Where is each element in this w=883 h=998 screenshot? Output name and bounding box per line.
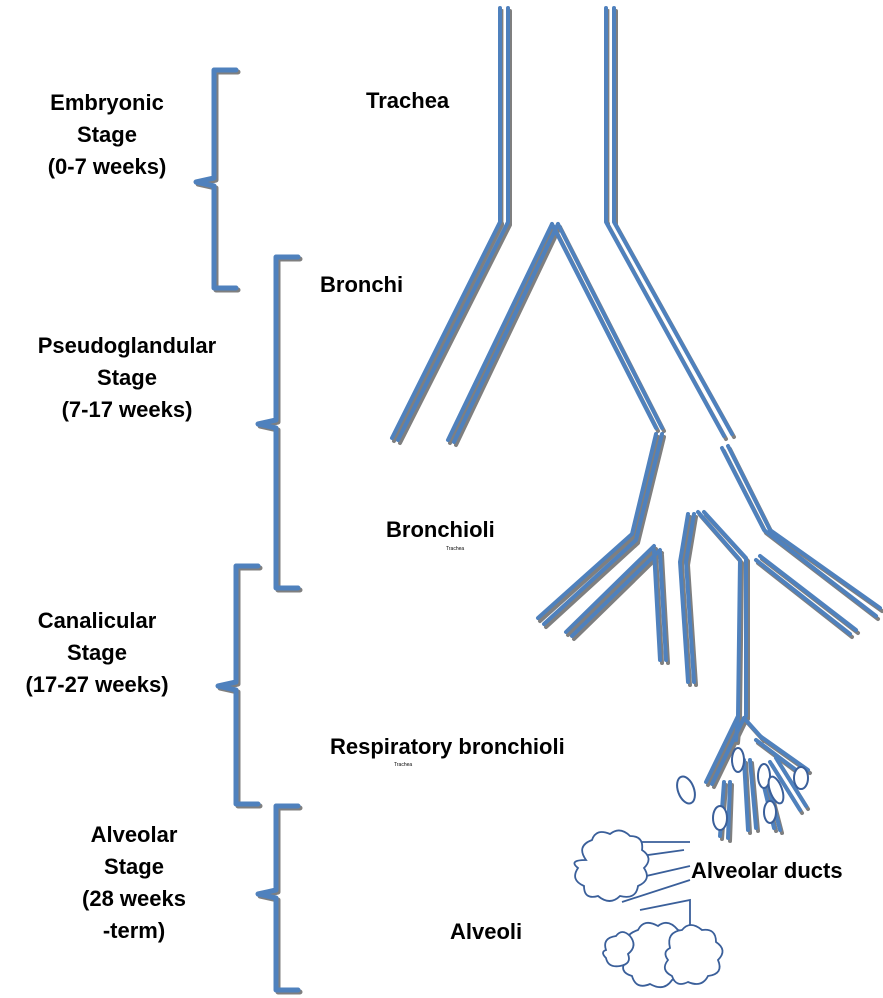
bracket-canalicular [218, 566, 260, 806]
label-alveoli: Alveoli [450, 916, 522, 948]
label-bronchioli: Bronchioli [386, 514, 495, 546]
stage-range: (7-17 weeks) [38, 394, 216, 426]
airway-lumen [504, 8, 610, 222]
stage-pseudoglandular-label: Pseudoglandular Stage (7-17 weeks) [38, 330, 216, 426]
label-bronchi: Bronchi [320, 269, 403, 301]
bracket-alveolar [258, 806, 300, 992]
stage-word: Stage [25, 637, 168, 669]
stage-alveolar-label: Alveolar Stage (28 weeks -term) [82, 819, 186, 947]
airway-blue [392, 8, 880, 838]
label-alveolar-ducts: Alveolar ducts [691, 855, 843, 887]
stage-range-line2: -term) [82, 915, 186, 947]
bracket-pseudoglandular [258, 257, 300, 590]
stage-word: Stage [48, 119, 167, 151]
stage-word: Stage [82, 851, 186, 883]
stage-name: Alveolar [82, 819, 186, 851]
tiny-label-2: Trachea [394, 762, 412, 768]
tiny-label-1: Trachea [446, 546, 464, 552]
label-trachea: Trachea [366, 85, 449, 117]
stage-name: Pseudoglandular [38, 330, 216, 362]
stage-word: Stage [38, 362, 216, 394]
stage-name: Canalicular [25, 605, 168, 637]
airway-tree [392, 8, 882, 841]
stage-canalicular-label: Canalicular Stage (17-27 weeks) [25, 605, 168, 701]
stage-brackets [196, 70, 300, 992]
airway-shadow [394, 11, 882, 841]
stage-range-line1: (28 weeks [82, 883, 186, 915]
bracket-embryonic [196, 70, 238, 290]
stage-name: Embryonic [48, 87, 167, 119]
stage-range: (17-27 weeks) [25, 669, 168, 701]
alveoli-cluster [574, 830, 722, 987]
label-respiratory-bronchioli: Respiratory bronchioli [330, 731, 565, 763]
stage-range: (0-7 weeks) [48, 151, 167, 183]
stage-embryonic-label: Embryonic Stage (0-7 weeks) [48, 87, 167, 183]
